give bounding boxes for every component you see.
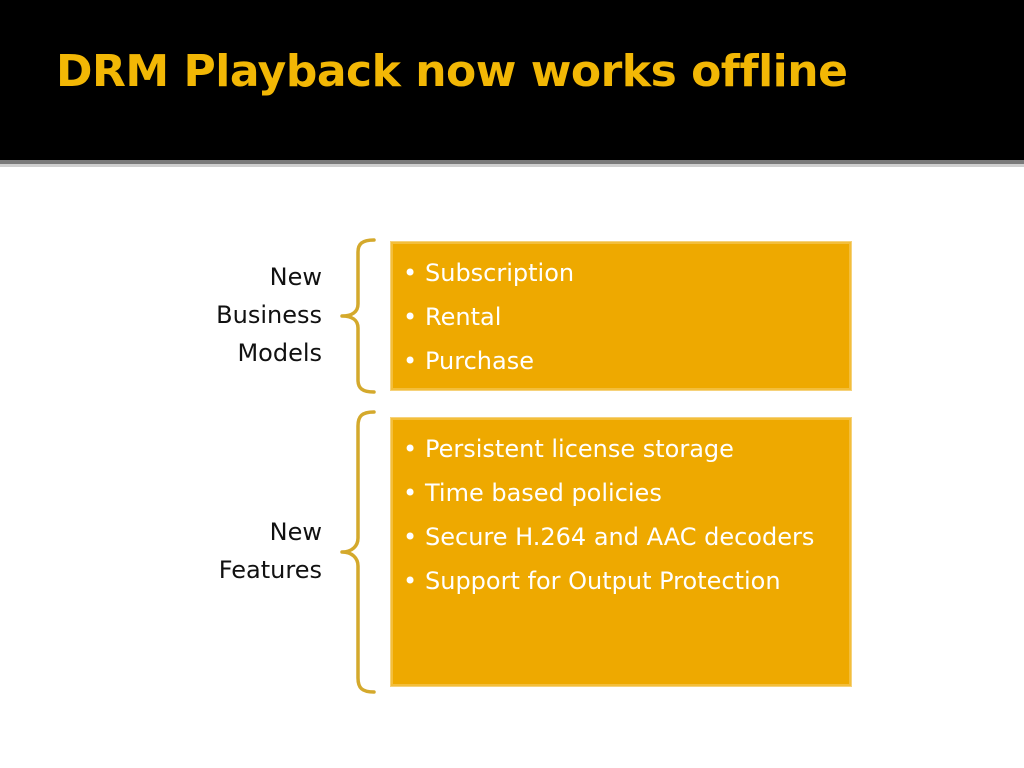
list-item: Subscription [391,254,851,292]
group-label-line: Features [218,556,322,584]
curly-brace-icon [340,410,376,694]
title-bar: DRM Playback now works offline [0,0,1024,160]
slide-title: DRM Playback now works offline [56,46,848,97]
list-item: Secure H.264 and AAC decoders [391,518,831,556]
business-models-box: Subscription Rental Purchase [390,241,852,391]
list-item: Persistent license storage [391,430,831,468]
business-models-list: Subscription Rental Purchase [391,254,851,380]
curly-brace-icon [340,238,376,394]
group-label-line: New [269,518,322,546]
group-label-line: Models [237,339,322,367]
group-label-line: New [269,263,322,291]
group-label-business-models: New Business Models [216,258,322,372]
list-item: Rental [391,298,851,336]
title-divider [0,160,1024,164]
list-item: Support for Output Protection [391,562,831,600]
list-item: Time based policies [391,474,831,512]
title-divider-highlight [0,164,1024,167]
features-list: Persistent license storage Time based po… [391,430,831,600]
group-label-line: Business [216,301,322,329]
group-label-features: New Features [219,513,322,589]
features-box: Persistent license storage Time based po… [390,417,852,687]
list-item: Purchase [391,342,851,380]
